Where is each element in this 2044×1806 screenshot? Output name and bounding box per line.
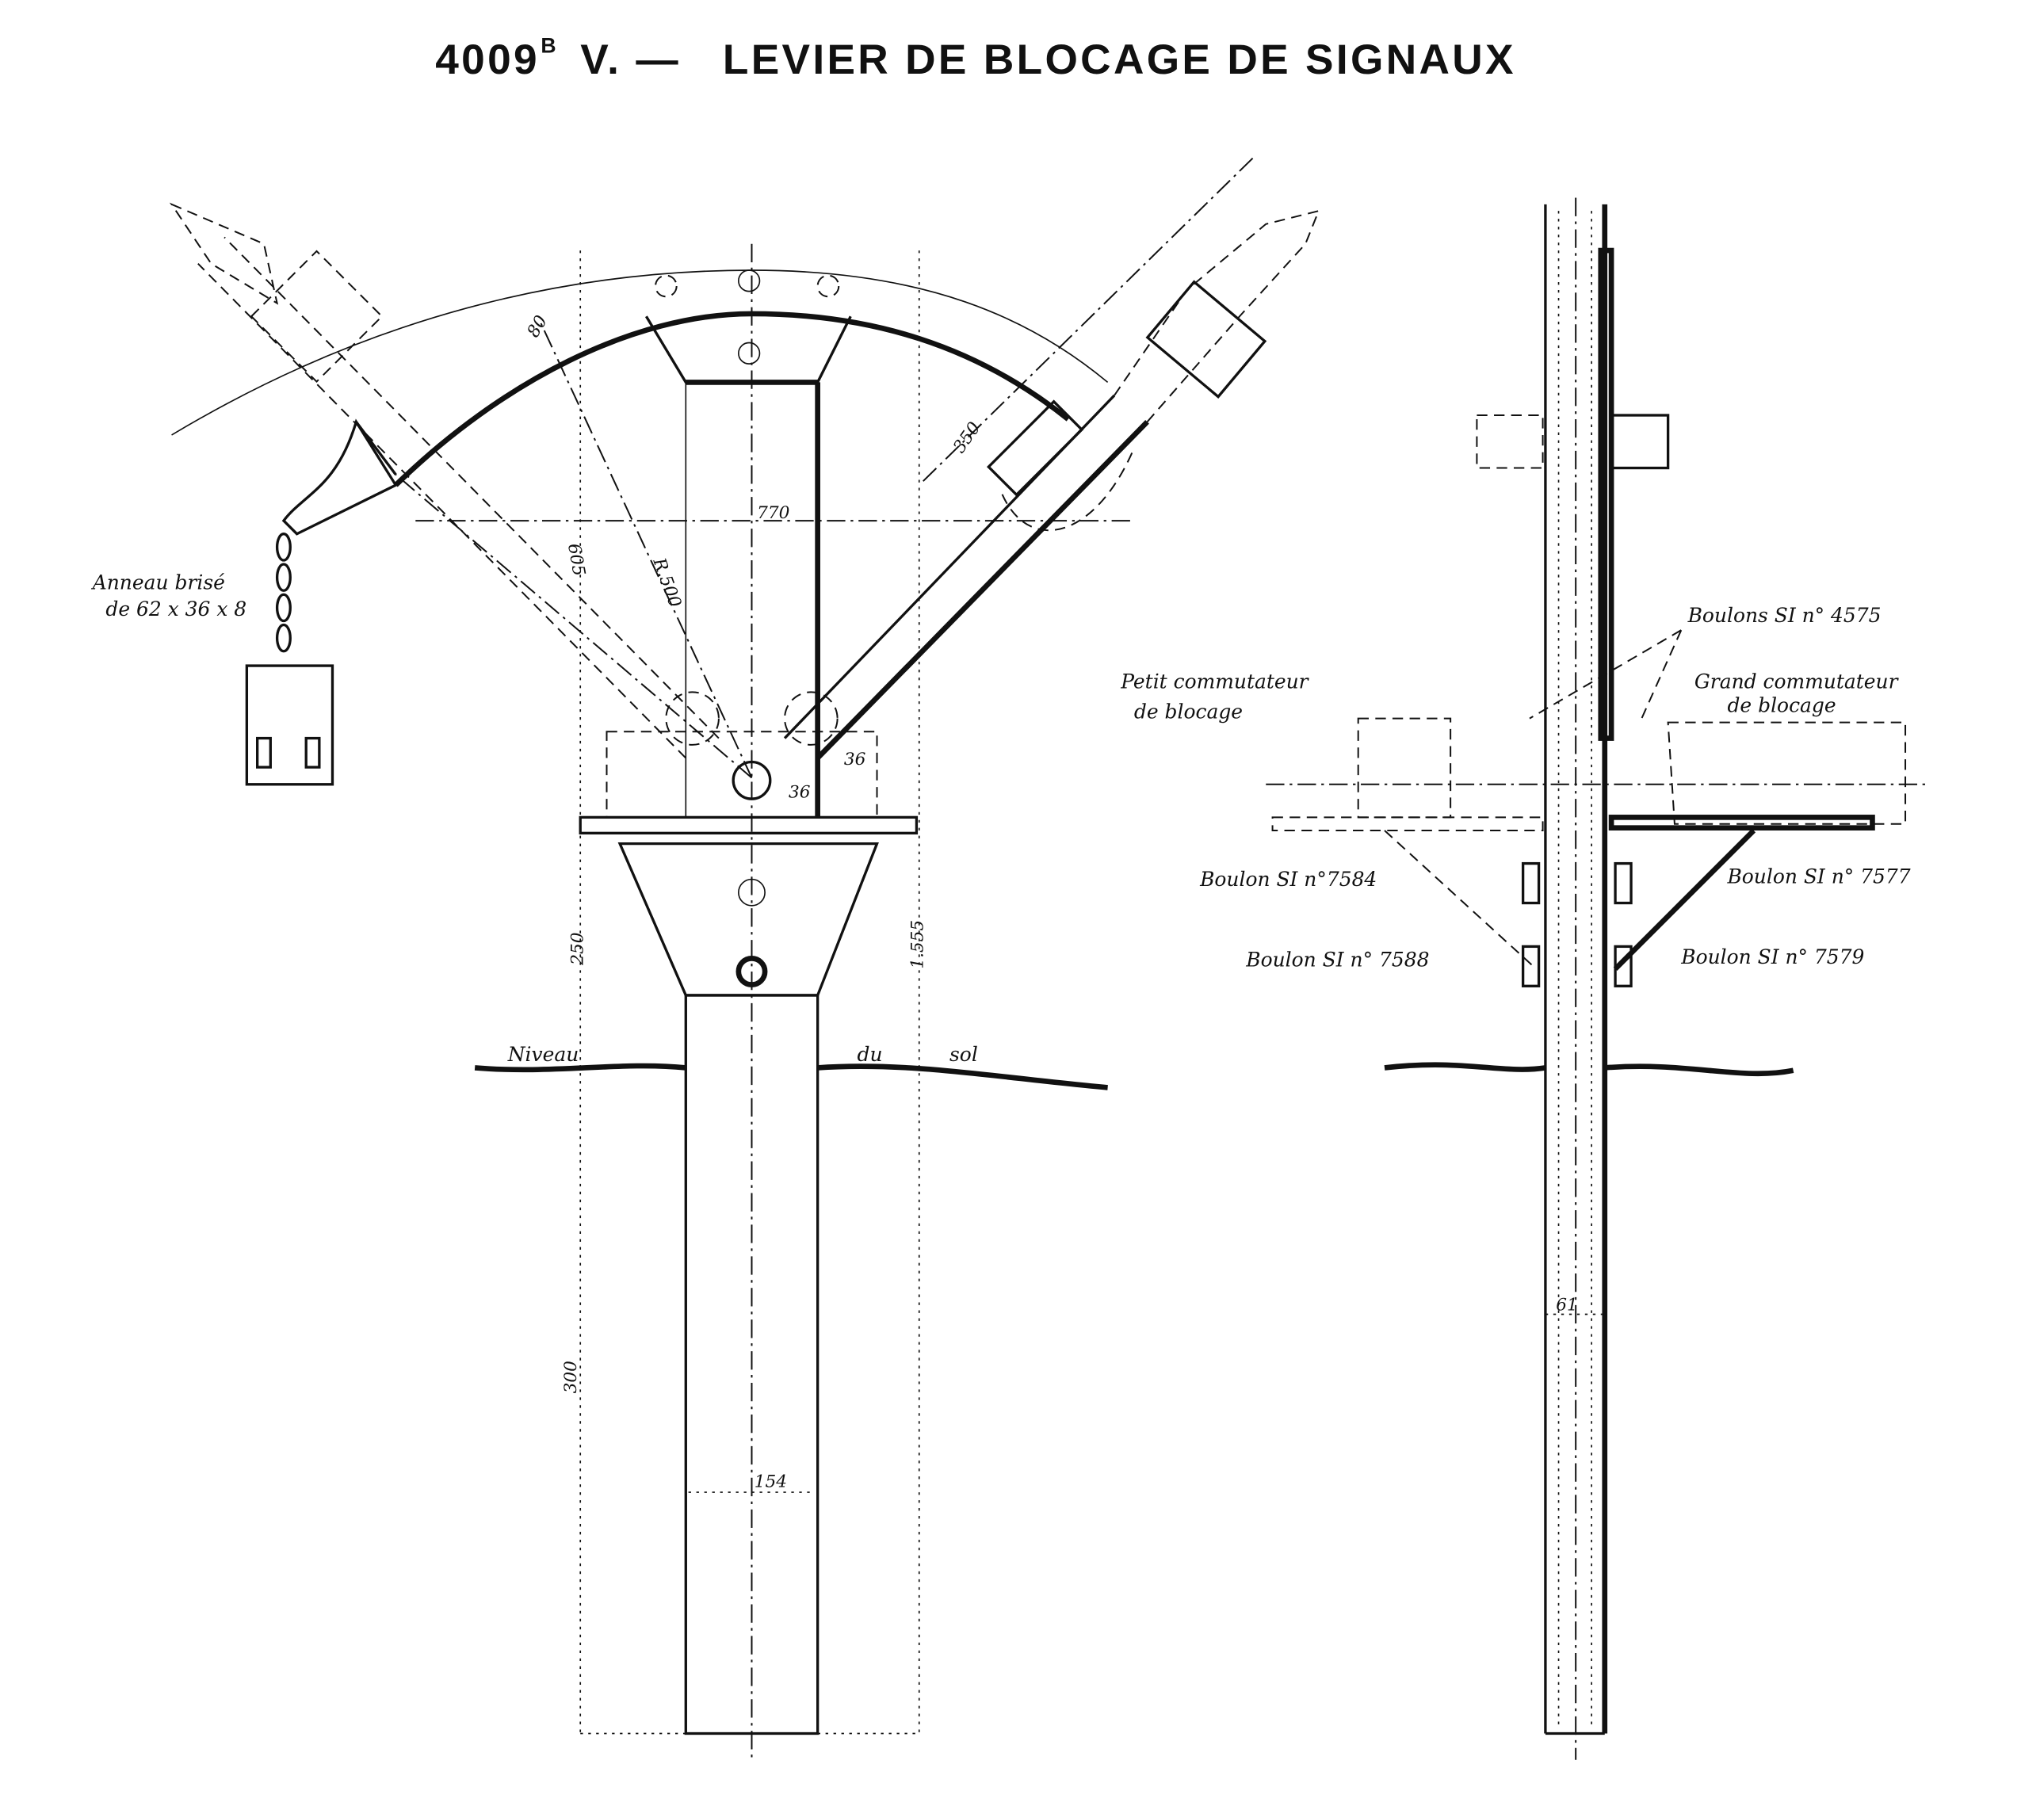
sector-hub bbox=[644, 315, 852, 384]
ring-label: Anneau brisé bbox=[91, 571, 225, 594]
dim-span: 770 bbox=[757, 503, 789, 523]
bolt-icon bbox=[1521, 861, 1541, 905]
title-text: LEVIER DE BLOCAGE DE SIGNAUX bbox=[723, 36, 1516, 83]
ghost-bracket bbox=[1476, 414, 1544, 469]
counterweight bbox=[245, 664, 334, 786]
lever-rail bbox=[1598, 247, 1614, 741]
ring-label-size: de 62 x 36 x 8 bbox=[105, 598, 246, 620]
base-socket bbox=[617, 842, 879, 997]
socket-bolt-icon bbox=[735, 956, 768, 987]
label-large-switch: Grand commutateur bbox=[1694, 670, 1900, 693]
leader-line bbox=[1529, 629, 1682, 720]
lever-unlocked-ghost bbox=[169, 202, 720, 759]
sector-left-edge bbox=[355, 421, 397, 475]
base-plate bbox=[579, 815, 919, 834]
dim-radius-b: R.500 bbox=[648, 555, 685, 610]
label-large-switch-2: de blocage bbox=[1727, 693, 1836, 716]
dim-side-width: 61 bbox=[1556, 1296, 1578, 1315]
sector-inner-arc bbox=[394, 311, 1070, 487]
ground-label: du bbox=[858, 1043, 883, 1066]
small-switch-plate bbox=[1271, 816, 1544, 832]
ground-label: sol bbox=[949, 1043, 978, 1066]
dim-radius-a: 605 bbox=[564, 542, 589, 578]
label-bolt-7584: Boulon SI n°7584 bbox=[1199, 868, 1377, 891]
label-small-switch: Petit commutateur bbox=[1120, 670, 1309, 693]
switch-housing bbox=[606, 731, 878, 819]
chain-icon bbox=[275, 533, 292, 653]
leader-line bbox=[1641, 629, 1683, 720]
dim-pivot-b: 36 bbox=[844, 750, 866, 769]
weight-slot bbox=[304, 736, 321, 769]
lever-locked bbox=[783, 209, 1320, 760]
small-switch bbox=[1357, 717, 1452, 819]
title-superscript: B bbox=[541, 34, 559, 58]
dim-pivot-a: 36 bbox=[789, 782, 811, 802]
hub-bolts bbox=[655, 269, 840, 365]
dim-base-height: 250 bbox=[568, 932, 588, 965]
socket-bolt-icon bbox=[738, 878, 766, 907]
title-number: 4009 bbox=[435, 36, 540, 83]
rail-bracket bbox=[1610, 414, 1670, 470]
label-small-switch-2: de blocage bbox=[1134, 701, 1243, 724]
bolt-icon bbox=[1614, 945, 1633, 987]
side-ground-line bbox=[1384, 1062, 1794, 1077]
side-elevation: 61 Boulons SI n° 4575 Petit commutateur … bbox=[1120, 197, 1925, 1760]
dim-post-width: 154 bbox=[755, 1472, 787, 1491]
sector-outer-arc bbox=[171, 269, 1109, 436]
pivot-icon bbox=[732, 760, 772, 800]
large-switch-plate bbox=[1608, 815, 1875, 831]
pivot-ghost bbox=[665, 691, 720, 746]
large-switch bbox=[1667, 721, 1907, 825]
bolt-icon bbox=[1614, 861, 1633, 905]
lever-dim-line bbox=[923, 157, 1254, 482]
label-bolt-7577: Boulon SI n° 7577 bbox=[1726, 865, 1910, 888]
dim-total-height: 1.555 bbox=[908, 920, 928, 969]
ground-label: Niveau bbox=[507, 1043, 579, 1066]
bracket-strut bbox=[1613, 828, 1756, 972]
dim-buried: 300 bbox=[561, 1361, 581, 1393]
ground-line bbox=[474, 1063, 1108, 1090]
radius-line-2 bbox=[540, 323, 753, 778]
bolt-icon bbox=[1521, 945, 1541, 987]
front-elevation: Anneau brisé de 62 x 36 x 8 Niveau du so… bbox=[91, 157, 1320, 1760]
label-bolt-7579: Boulon SI n° 7579 bbox=[1680, 945, 1864, 968]
radius-line bbox=[395, 474, 753, 779]
drawing-title: 4009 B V. — LEVIER DE BLOCAGE DE SIGNAUX bbox=[435, 34, 1516, 84]
title-suffix: V. — bbox=[580, 36, 681, 83]
label-bolts-4575: Boulons SI n° 4575 bbox=[1687, 604, 1882, 627]
pivot-ghost bbox=[784, 691, 839, 746]
label-bolt-7588: Boulon SI n° 7588 bbox=[1245, 948, 1429, 971]
weight-slot bbox=[256, 736, 272, 769]
sector-left-arm bbox=[281, 418, 398, 536]
